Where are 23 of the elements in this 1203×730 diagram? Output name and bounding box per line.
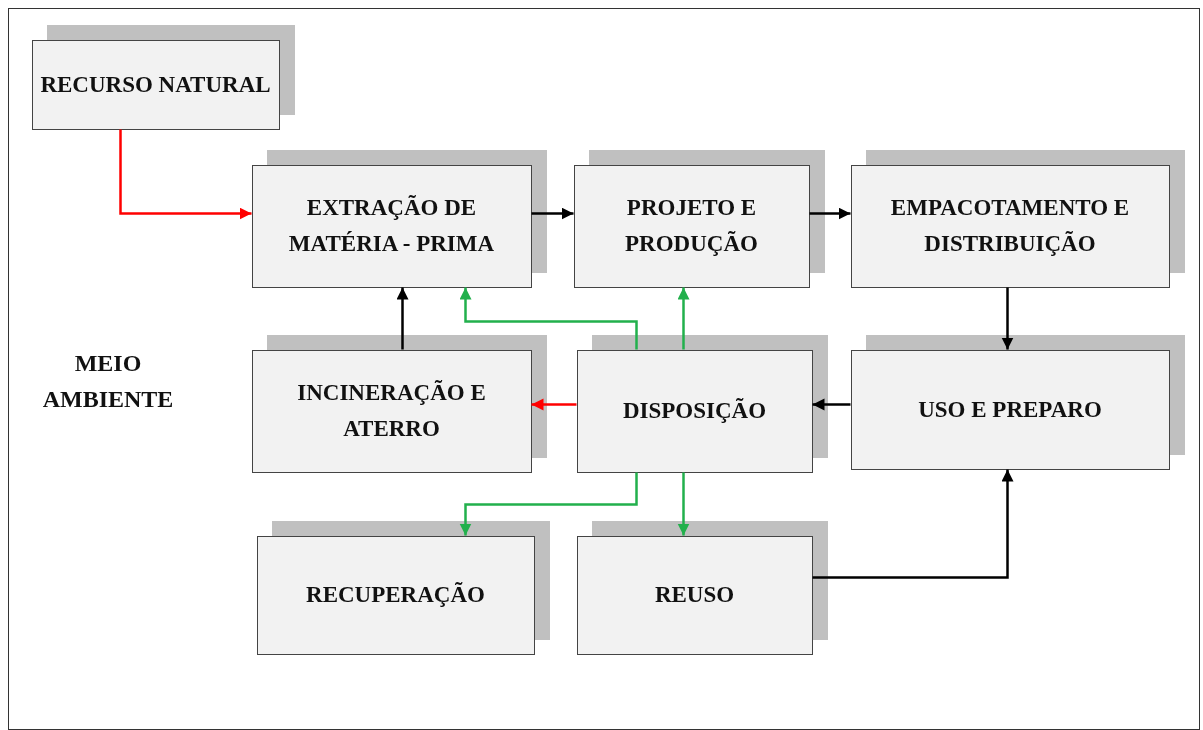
frame-label: MEIO AMBIENTE [41, 349, 175, 414]
box-label: USO E PREPARO [917, 395, 1103, 424]
arrow [812, 398, 851, 411]
arrow [677, 287, 690, 350]
box-label: INCINERAÇÃO E ATERRO [296, 379, 487, 443]
arrow [119, 129, 252, 220]
arrow [812, 469, 1014, 579]
arrow [531, 207, 574, 220]
box-label: DISPOSIÇÃO [621, 397, 768, 426]
box-label: RECURSO NATURAL [39, 70, 272, 99]
arrow [531, 398, 577, 411]
arrow [809, 207, 851, 220]
environment-frame [8, 8, 1200, 730]
box-label: RECUPERAÇÃO [305, 581, 486, 610]
arrow [396, 287, 409, 350]
arrow [1001, 287, 1014, 350]
box-label: PROJETO E PRODUÇÃO [624, 194, 759, 258]
arrow [677, 472, 690, 536]
arrow [459, 287, 638, 350]
box-label: EXTRAÇÃO DE MATÉRIA - PRIMA [287, 194, 496, 258]
arrow [459, 472, 638, 536]
box-label: EMPACOTAMENTO E DISTRIBUIÇÃO [889, 194, 1131, 258]
box-label: REUSO [653, 581, 736, 610]
